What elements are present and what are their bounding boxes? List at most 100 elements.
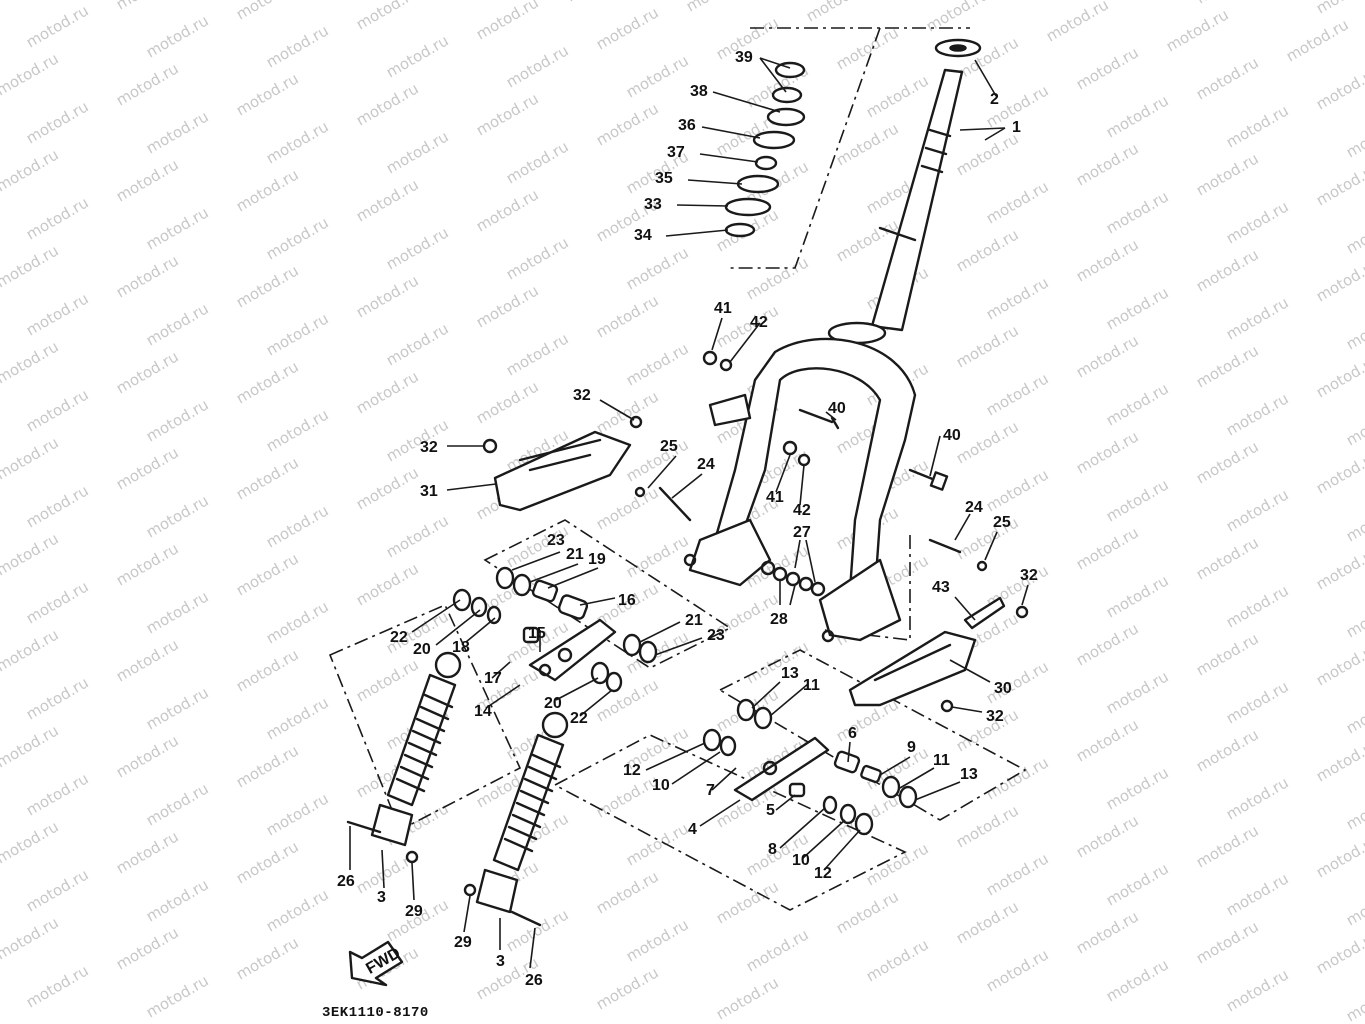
watermark-text: motod.ru bbox=[983, 753, 1052, 803]
watermark-text: motod.ru bbox=[263, 213, 332, 263]
callout-6: 6 bbox=[848, 725, 857, 742]
watermark-text: motod.ru bbox=[1073, 139, 1142, 189]
leader-line bbox=[712, 91, 781, 113]
steering-stem bbox=[870, 38, 982, 332]
watermark-text: motod.ru bbox=[833, 887, 902, 937]
watermark-text: motod.ru bbox=[713, 877, 782, 927]
callout-43: 43 bbox=[932, 579, 950, 596]
lock-nut-39b bbox=[771, 86, 803, 104]
watermark-text: motod.ru bbox=[353, 79, 422, 129]
leader-line bbox=[802, 819, 846, 859]
watermark-text: motod.ru bbox=[1103, 955, 1172, 1005]
bolt-32c bbox=[1015, 605, 1029, 619]
leader-line bbox=[789, 584, 796, 606]
watermark-text: motod.ru bbox=[143, 11, 212, 61]
callout-16: 16 bbox=[618, 592, 636, 609]
callout-32: 32 bbox=[573, 387, 591, 404]
watermark-text: motod.ru bbox=[143, 299, 212, 349]
callout-23: 23 bbox=[547, 532, 565, 549]
watermark-text: motod.ru bbox=[113, 443, 182, 493]
leader-line bbox=[547, 567, 599, 589]
watermark-text: motod.ru bbox=[1193, 149, 1262, 199]
leader-line bbox=[879, 756, 911, 776]
race-36 bbox=[752, 130, 796, 150]
watermark-text: motod.ru bbox=[593, 3, 662, 53]
watermark-text: motod.ru bbox=[1073, 811, 1142, 861]
leader-line bbox=[671, 473, 703, 499]
callout-10: 10 bbox=[652, 777, 670, 794]
callout-29: 29 bbox=[405, 903, 423, 920]
callout-30: 30 bbox=[994, 680, 1012, 697]
callout-22: 22 bbox=[570, 710, 588, 727]
watermark-text: motod.ru bbox=[803, 0, 872, 25]
washer-28a bbox=[772, 566, 788, 582]
leader-line bbox=[954, 513, 971, 541]
watermark-text: motod.ru bbox=[23, 673, 92, 723]
watermark-text: motod.ru bbox=[563, 0, 632, 5]
watermark-text: motod.ru bbox=[353, 271, 422, 321]
watermark-text: motod.ru bbox=[1223, 965, 1292, 1015]
callout-41: 41 bbox=[766, 489, 784, 506]
watermark-text: motod.ru bbox=[0, 0, 62, 3]
callout-13: 13 bbox=[781, 665, 799, 682]
watermark-text: motod.ru bbox=[143, 875, 212, 925]
leader-line bbox=[779, 807, 826, 849]
watermark-text: motod.ru bbox=[263, 693, 332, 743]
leader-line bbox=[671, 751, 721, 785]
watermark-text: motod.ru bbox=[233, 741, 302, 791]
watermark-text: motod.ru bbox=[923, 0, 992, 35]
callout-32: 32 bbox=[420, 439, 438, 456]
watermark-text: motod.ru bbox=[23, 289, 92, 339]
watermark-text: motod.ru bbox=[233, 453, 302, 503]
watermark-text: motod.ru bbox=[953, 129, 1022, 179]
callout-17: 17 bbox=[484, 670, 502, 687]
watermark-text: motod.ru bbox=[1313, 927, 1365, 977]
watermark-text: motod.ru bbox=[113, 0, 182, 13]
watermark-text: motod.ru bbox=[1103, 379, 1172, 429]
watermark-text: motod.ru bbox=[623, 915, 692, 965]
watermark-text: motod.ru bbox=[1223, 101, 1292, 151]
fork-frame bbox=[683, 321, 917, 643]
watermark-text: motod.ru bbox=[143, 683, 212, 733]
leader-line bbox=[769, 683, 809, 717]
leader-line bbox=[899, 767, 935, 789]
leader-line bbox=[529, 563, 579, 583]
watermark-text: motod.ru bbox=[863, 71, 932, 121]
watermark-text: motod.ru bbox=[0, 433, 62, 483]
watermark-text: motod.ru bbox=[953, 897, 1022, 947]
watermark-text: motod.ru bbox=[233, 645, 302, 695]
watermark-text: motod.ru bbox=[1073, 43, 1142, 93]
leader-line bbox=[411, 599, 461, 633]
washer-27a bbox=[798, 576, 814, 592]
callout-29: 29 bbox=[454, 934, 472, 951]
watermark-text: motod.ru bbox=[1193, 725, 1262, 775]
washer-42a bbox=[719, 358, 733, 372]
watermark-text: motod.ru bbox=[473, 281, 542, 331]
leader-line bbox=[799, 464, 805, 506]
leader-line bbox=[435, 609, 481, 646]
watermark-text: motod.ru bbox=[623, 339, 692, 389]
callout-25: 25 bbox=[993, 514, 1011, 531]
balls-34 bbox=[724, 222, 756, 238]
lower-fasteners bbox=[346, 820, 542, 927]
watermark-text: motod.ru bbox=[1103, 763, 1172, 813]
watermark-text: motod.ru bbox=[953, 417, 1022, 467]
leader-line bbox=[446, 483, 497, 491]
leader-line bbox=[823, 829, 861, 871]
balls-37 bbox=[754, 155, 778, 171]
callout-8: 8 bbox=[768, 841, 777, 858]
watermark-text: motod.ru bbox=[953, 321, 1022, 371]
callout-27: 27 bbox=[793, 524, 811, 541]
leader-line bbox=[699, 799, 741, 827]
leader-line bbox=[529, 927, 536, 969]
watermark-text: motod.ru bbox=[1313, 351, 1365, 401]
washer-27b bbox=[810, 581, 826, 597]
callout-labels: 3938363735333421414240404142323231252427… bbox=[337, 49, 1038, 989]
watermark-text: motod.ru bbox=[113, 827, 182, 877]
callout-26: 26 bbox=[337, 873, 355, 890]
watermark-text: motod.ru bbox=[233, 165, 302, 215]
bolt-24a bbox=[658, 486, 692, 522]
leader-line bbox=[699, 153, 759, 163]
leader-line bbox=[463, 895, 471, 933]
